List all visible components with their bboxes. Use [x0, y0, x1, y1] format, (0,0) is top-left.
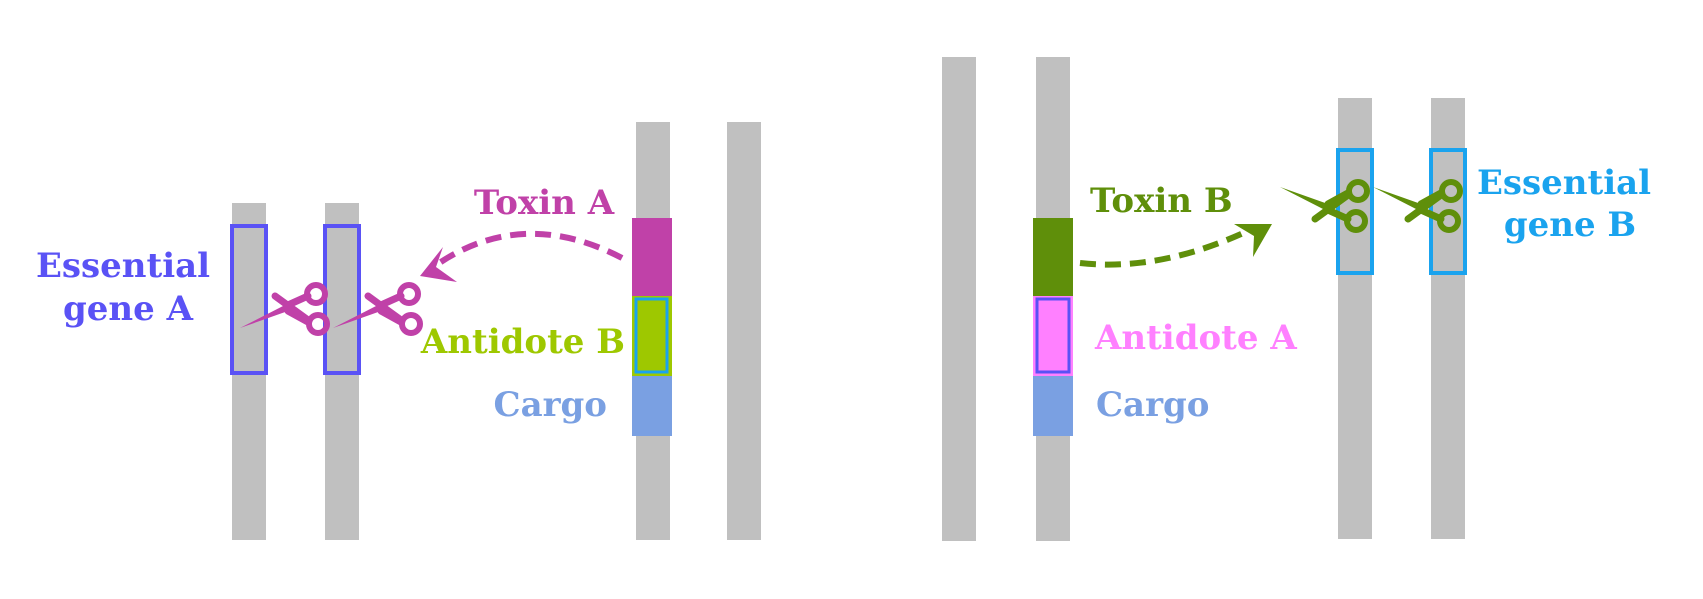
label-toxin-a: Toxin A — [474, 183, 615, 223]
label-essential-gene-b-1: Essential — [1477, 163, 1651, 203]
chromosome-b2 — [1431, 98, 1465, 539]
toxin-a-arrowhead — [420, 247, 457, 282]
label-antidote-b: Antidote B — [420, 322, 625, 362]
chromosome-drive-3 — [942, 57, 976, 541]
label-essential-gene-b-2: gene B — [1504, 205, 1636, 245]
cargo-block-right — [1033, 376, 1073, 436]
antidote-a-block — [1033, 296, 1073, 376]
antidote-b-inner — [634, 297, 669, 374]
chromosome-drive-2 — [727, 122, 761, 540]
label-cargo-left: Cargo — [494, 385, 607, 425]
antidote-a-inner — [1035, 297, 1071, 374]
label-cargo-right: Cargo — [1096, 385, 1209, 425]
toxin-b-arrowhead — [1234, 224, 1272, 257]
chromosome-b1 — [1338, 98, 1372, 539]
toxin-b-arrow — [1079, 227, 1252, 268]
label-antidote-a: Antidote A — [1094, 318, 1297, 358]
label-essential-gene-a-1: Essential — [36, 246, 210, 286]
essential-gene-a-box-1 — [230, 224, 268, 375]
cargo-block-left — [632, 376, 672, 436]
label-essential-gene-a-2: gene A — [63, 289, 194, 329]
toxin-a-block — [632, 218, 672, 296]
toxin-b-block — [1033, 218, 1073, 296]
toxin-a-arrow — [430, 230, 624, 271]
antidote-b-block — [632, 296, 672, 376]
label-toxin-b: Toxin B — [1090, 181, 1233, 221]
